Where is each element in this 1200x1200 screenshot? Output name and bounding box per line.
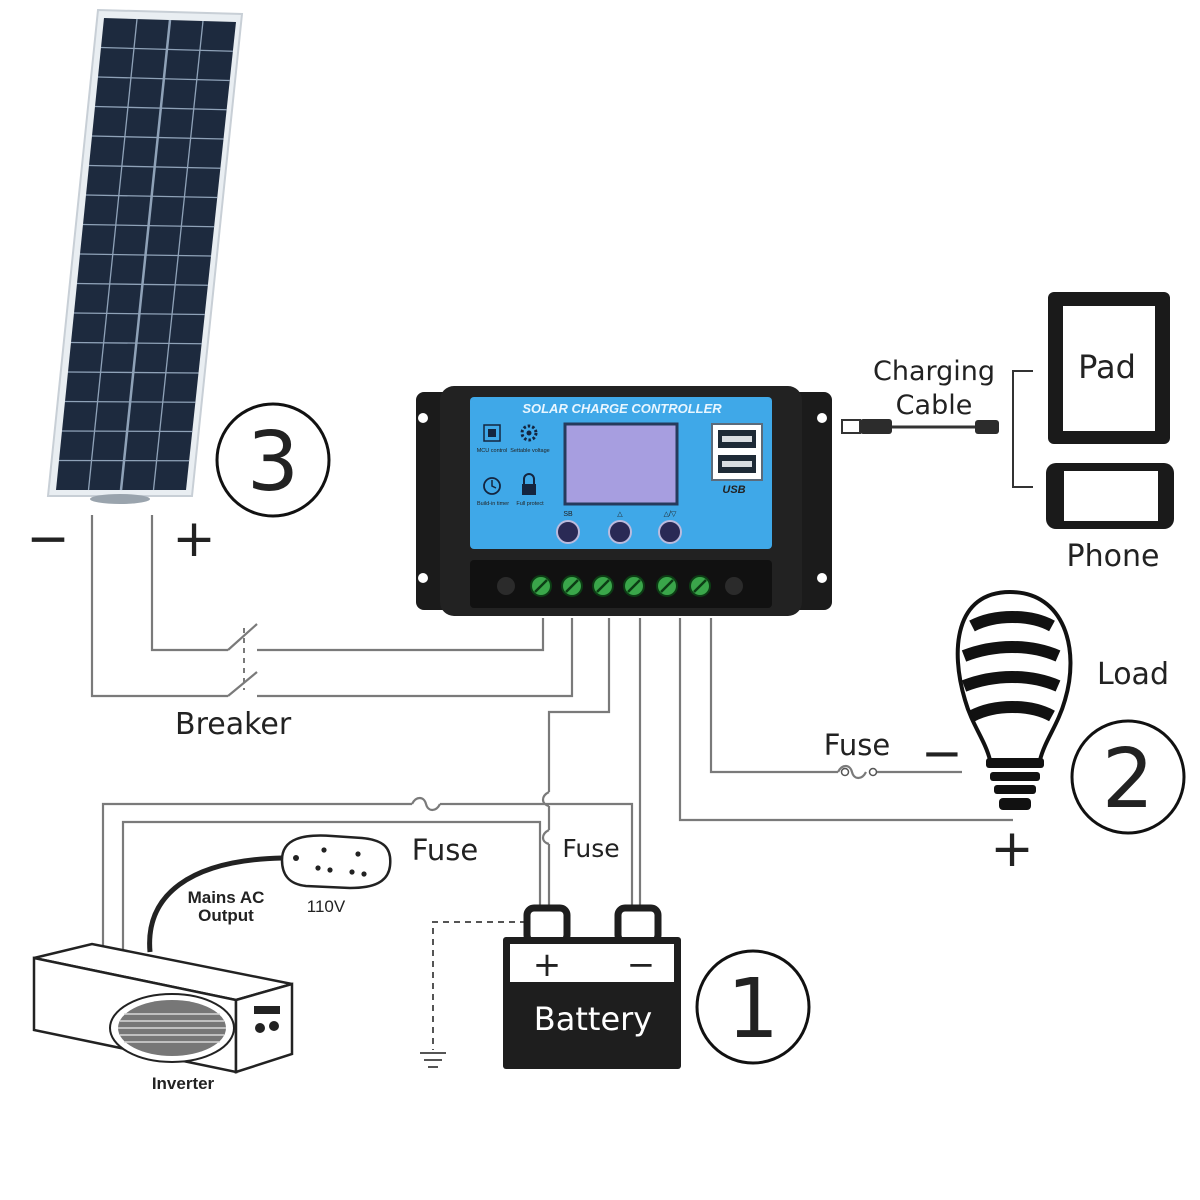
terminal-strip bbox=[530, 575, 711, 597]
button-up-label: △ bbox=[617, 511, 623, 518]
charging-cable-label-line2: Cable bbox=[896, 390, 973, 421]
terminal-slot-3 bbox=[596, 579, 610, 593]
usb-label: USB bbox=[722, 484, 745, 496]
charging-cable bbox=[841, 419, 999, 434]
svg-text:3: 3 bbox=[247, 415, 299, 510]
battery-label: Battery bbox=[534, 1000, 652, 1038]
terminal-slot-5 bbox=[660, 579, 674, 593]
marker-1: 1 bbox=[695, 949, 811, 1065]
button-sb[interactable] bbox=[556, 520, 580, 544]
lcd-screen bbox=[563, 422, 679, 506]
panel-wires bbox=[90, 515, 574, 698]
phone-label: Phone bbox=[1067, 539, 1160, 574]
inverter bbox=[32, 942, 294, 1074]
settable-label: Settable voltage bbox=[510, 448, 549, 454]
mains-label-line1: Mains AC bbox=[188, 888, 265, 907]
load-plus-sign: + bbox=[990, 819, 1034, 879]
timer-label: Build-in timer bbox=[477, 501, 509, 507]
terminal-slot-1 bbox=[534, 579, 548, 593]
svg-text:1: 1 bbox=[727, 962, 779, 1057]
inverter-label: Inverter bbox=[152, 1074, 215, 1093]
terminal-slot-4 bbox=[627, 579, 641, 593]
load-label: Load bbox=[1097, 657, 1169, 692]
panel-minus-sign: − bbox=[26, 509, 70, 569]
charging-cable-label-line1: Charging bbox=[873, 356, 995, 387]
solar-panel bbox=[46, 8, 244, 504]
button-sb-label: SB bbox=[563, 511, 573, 518]
marker-3: 3 bbox=[215, 402, 331, 518]
voltage-label: 110V bbox=[307, 897, 346, 916]
inverter-fuse-label: Fuse bbox=[412, 833, 478, 867]
mcu-label: MCU control bbox=[477, 448, 508, 454]
marker-2: 2 bbox=[1070, 719, 1186, 835]
battery-plus-sign: + bbox=[533, 945, 562, 985]
mains-cable bbox=[147, 855, 283, 953]
svg-text:2: 2 bbox=[1102, 732, 1154, 827]
battery bbox=[503, 904, 681, 1069]
controller-title: SOLAR CHARGE CONTROLLER bbox=[522, 401, 722, 416]
panel-plus-sign: + bbox=[172, 509, 216, 569]
protect-label: Full protect bbox=[516, 501, 544, 507]
battery-minus-sign: − bbox=[627, 945, 656, 985]
breaker-label: Breaker bbox=[175, 707, 292, 742]
button-up[interactable] bbox=[608, 520, 632, 544]
load-minus-sign: − bbox=[921, 724, 963, 782]
bulb-icon bbox=[955, 589, 1073, 810]
gear-icon bbox=[520, 424, 538, 442]
chip-icon bbox=[483, 424, 501, 442]
load-fuse-label: Fuse bbox=[824, 728, 890, 762]
clock-icon bbox=[483, 477, 501, 495]
pad-label: Pad bbox=[1078, 348, 1136, 386]
button-updown-label: △/▽ bbox=[664, 511, 677, 518]
charge-controller: SOLAR CHARGE CONTROLLER MCU control Sett… bbox=[416, 386, 832, 616]
button-updown[interactable] bbox=[658, 520, 682, 544]
usb-ports[interactable] bbox=[711, 423, 763, 481]
phone-device bbox=[1046, 463, 1174, 529]
mains-label-line2: Output bbox=[198, 906, 254, 925]
load-wires bbox=[678, 618, 1013, 822]
terminal-slot-6 bbox=[693, 579, 707, 593]
pad-device bbox=[1048, 292, 1170, 444]
lock-icon bbox=[522, 473, 536, 495]
battery-wires bbox=[101, 618, 642, 1068]
battery-fuse-label: Fuse bbox=[562, 834, 619, 863]
power-outlet bbox=[280, 834, 392, 890]
terminal-slot-2 bbox=[565, 579, 579, 593]
